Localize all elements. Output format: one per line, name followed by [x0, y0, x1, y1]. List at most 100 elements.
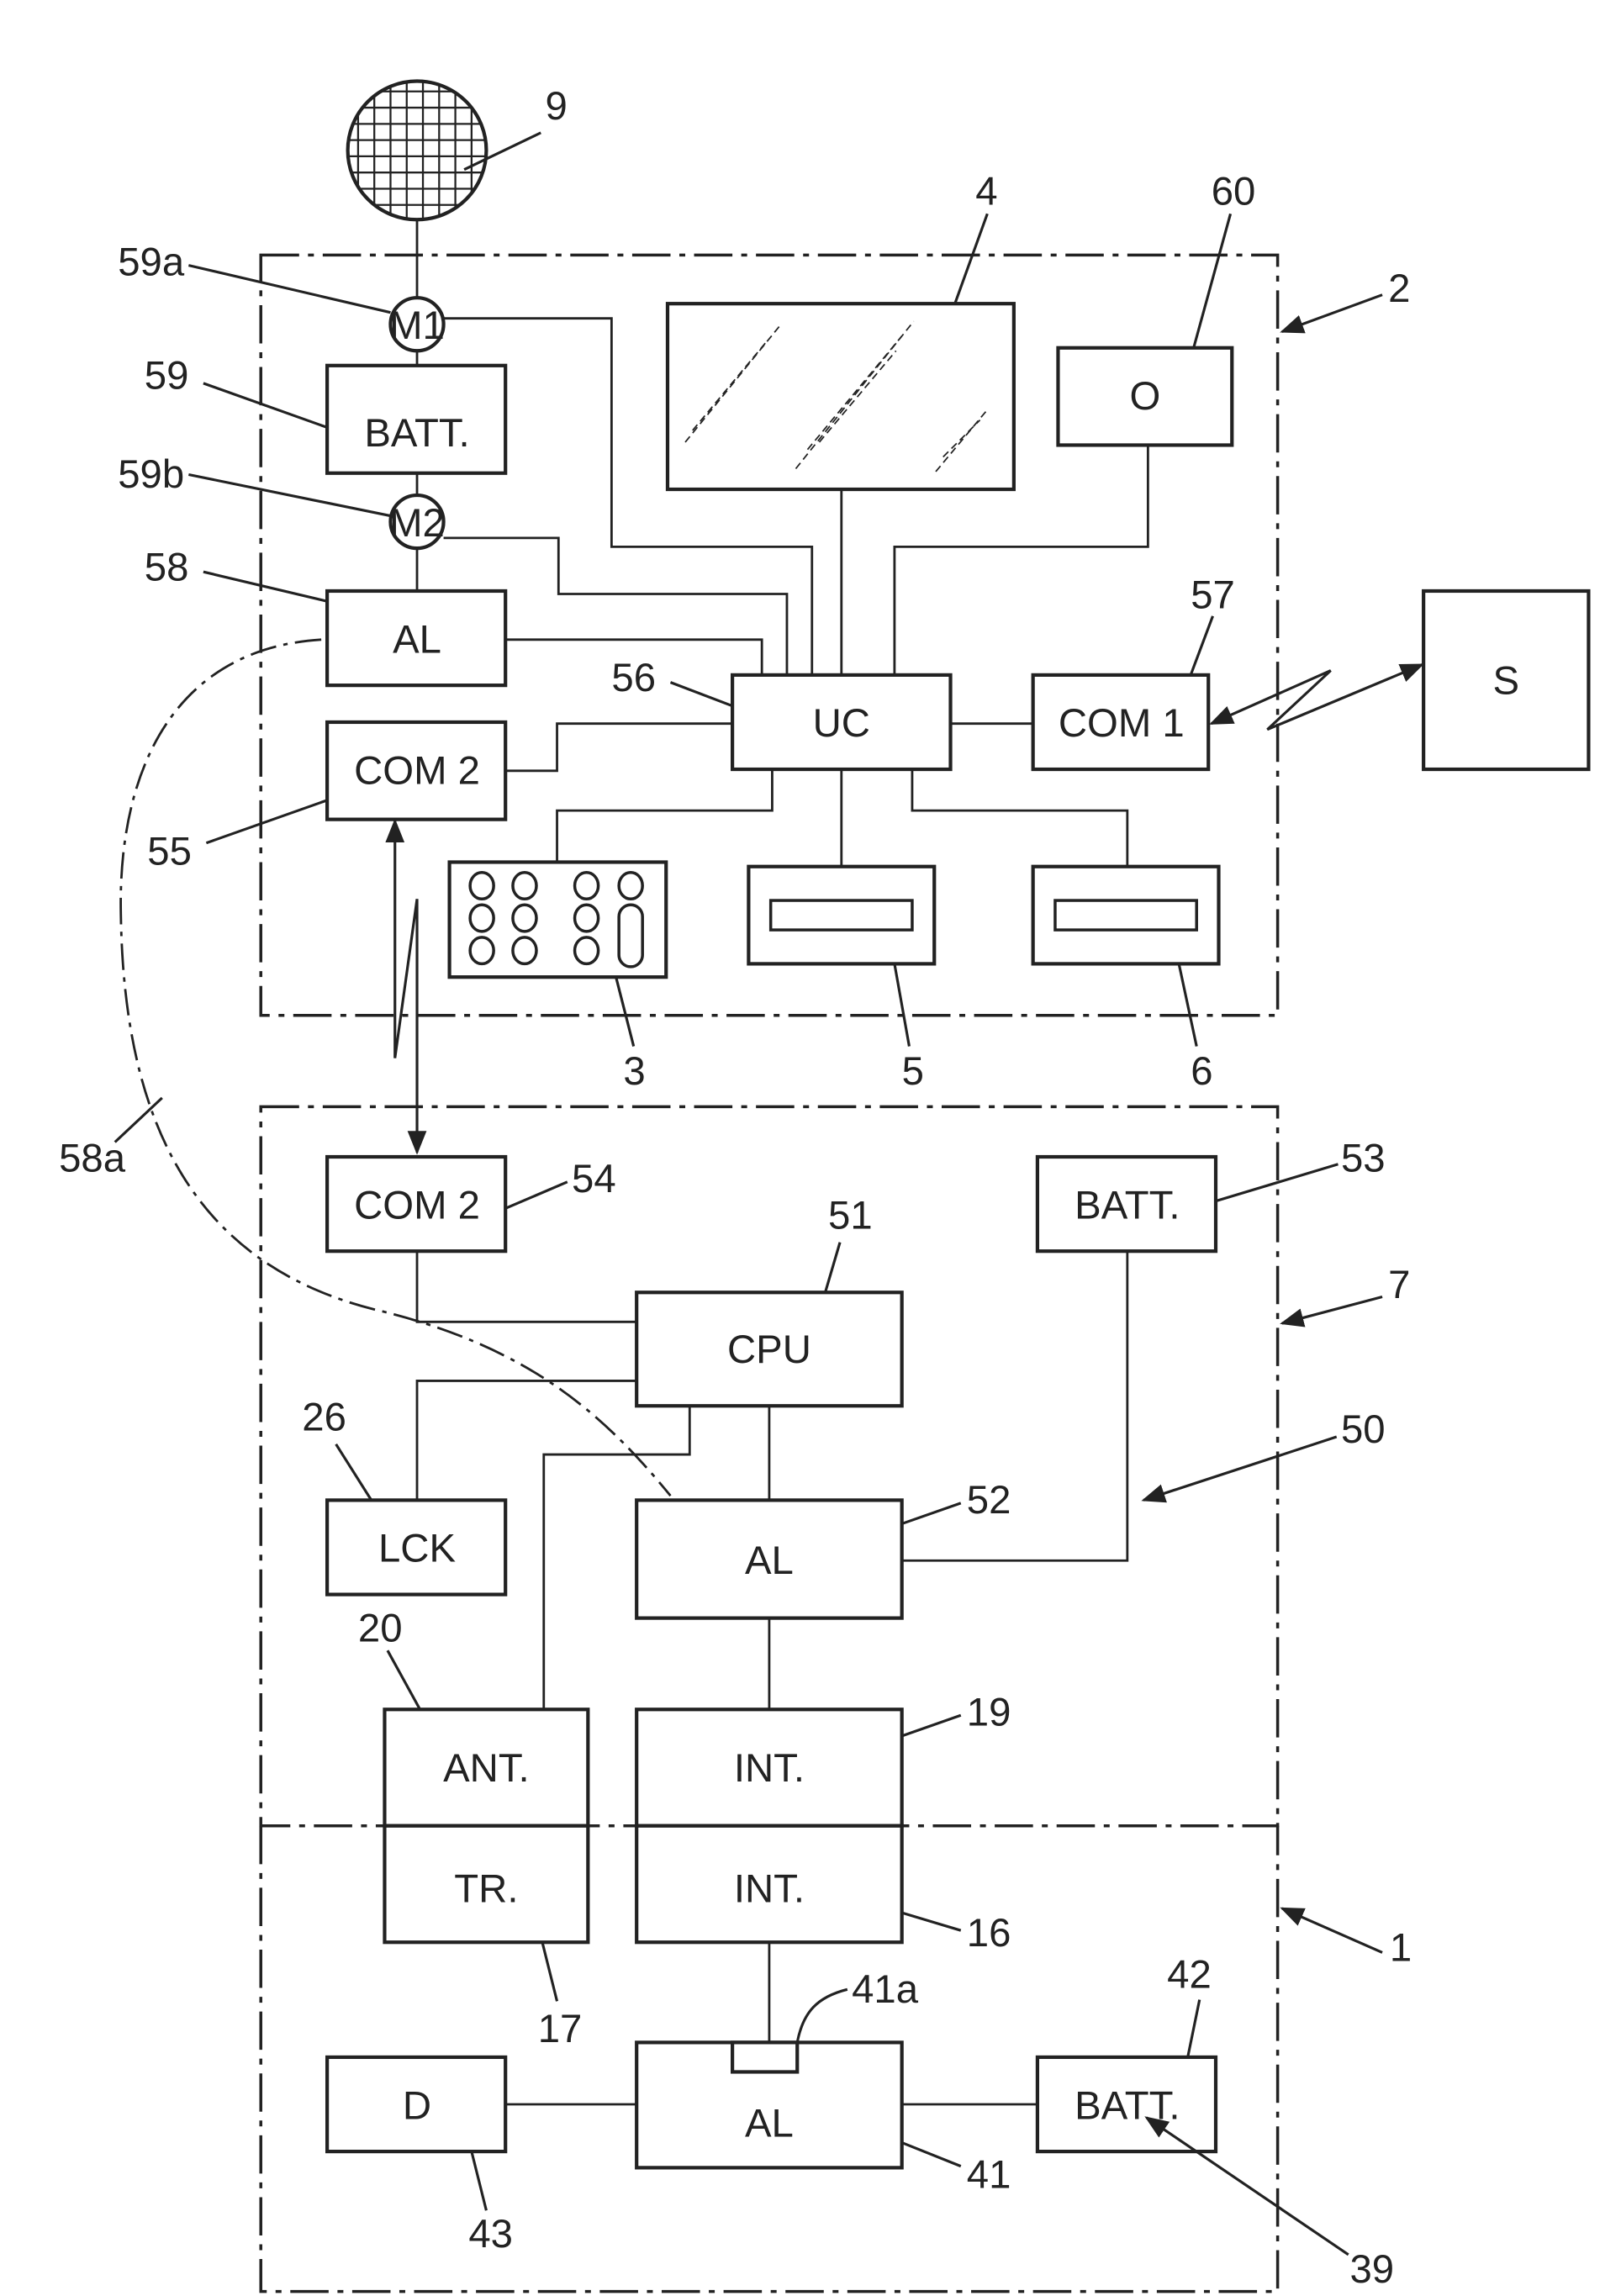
battery-59-label: BATT.	[364, 411, 469, 456]
lock-26: LCK	[325, 1498, 508, 1597]
ref-3: 3	[623, 1049, 645, 1094]
transceiver-17: TR.	[383, 1824, 590, 1945]
ref-19: 19	[967, 1690, 1011, 1734]
uc-56-label: UC	[813, 701, 870, 746]
keypad-key	[511, 903, 538, 933]
battery-42-label: BATT.	[1075, 2083, 1180, 2128]
ref-7: 7	[1388, 1263, 1410, 1307]
motor-m2: M2	[388, 493, 446, 551]
wireless-link-com2	[385, 818, 427, 1155]
ref-41a: 41a	[852, 1967, 919, 2012]
reference-leaders	[114, 131, 1383, 2256]
keypad-3	[447, 860, 668, 979]
com2-54: COM 2	[325, 1154, 508, 1254]
uc-56: UC	[731, 673, 953, 772]
ref-54: 54	[572, 1157, 616, 1201]
wireless-link-com1-s	[1209, 663, 1425, 731]
wire-m1-uc	[443, 317, 814, 675]
group-boundary-2	[259, 253, 1280, 1017]
cpu-51: CPU	[635, 1291, 904, 1408]
wire-com2-cpu	[415, 1251, 637, 1323]
ref-59b: 59b	[118, 452, 184, 497]
keypad-key	[468, 903, 495, 933]
m1-label: M1	[389, 303, 445, 348]
wire-al-uc	[505, 638, 763, 675]
group-boundary-1	[259, 1825, 1280, 2293]
ref-4: 4	[975, 169, 997, 214]
display-d-label: D	[403, 2083, 431, 2128]
ref-9: 9	[546, 84, 568, 129]
output-60: O	[1056, 346, 1234, 447]
ref-50: 50	[1341, 1407, 1386, 1452]
cpu-51-label: CPU	[727, 1327, 811, 1372]
battery-59: BATT.	[325, 363, 508, 475]
wire-batt-al	[901, 1251, 1129, 1562]
keypad-key	[468, 870, 495, 901]
interface-16-label: INT.	[734, 1867, 805, 1912]
ref-2: 2	[1388, 267, 1410, 311]
server-s-label: S	[1493, 658, 1520, 703]
ref-17: 17	[538, 2007, 583, 2051]
keypad-key	[468, 936, 495, 966]
ref-5: 5	[902, 1049, 924, 1094]
ref-58: 58	[145, 545, 189, 589]
keypad-key	[573, 903, 600, 933]
transceiver-17-label: TR.	[454, 1867, 518, 1912]
wire-cpu-lck	[415, 1380, 637, 1501]
ref-20: 20	[358, 1606, 403, 1650]
ref-57: 57	[1191, 573, 1235, 618]
display-d-43: D	[325, 2055, 508, 2154]
battery-53: BATT.	[1035, 1154, 1218, 1254]
al-41: AL	[635, 2040, 904, 2170]
wire-uc-keypad	[556, 769, 774, 863]
antenna-20: ANT.	[383, 1707, 590, 1828]
interface-19: INT.	[635, 1707, 904, 1828]
lock-26-label: LCK	[378, 1527, 456, 1571]
keypad-key	[511, 870, 538, 901]
battery-53-label: BATT.	[1075, 1183, 1180, 1227]
al-41-label: AL	[745, 2101, 794, 2146]
ref-39: 39	[1349, 2247, 1394, 2292]
keypad-long-key	[617, 903, 644, 969]
m2-label: M2	[389, 501, 445, 546]
al-52: AL	[635, 1498, 904, 1620]
ref-58a: 58a	[59, 1136, 126, 1180]
ref-59a: 59a	[118, 240, 185, 285]
ref-59: 59	[145, 354, 189, 399]
wire-cpu-ant	[542, 1406, 691, 1710]
ref-52: 52	[967, 1478, 1011, 1523]
al-58-label: AL	[393, 617, 441, 662]
reader-6	[1031, 864, 1221, 966]
ref-43: 43	[468, 2212, 513, 2256]
ref-42: 42	[1167, 1952, 1212, 1997]
ref-41: 41	[967, 2153, 1011, 2198]
motor-m1: M1	[388, 296, 446, 353]
keypad-key	[617, 870, 644, 901]
ref-26: 26	[302, 1396, 346, 1440]
ref-51: 51	[828, 1194, 873, 1238]
com1-57: COM 1	[1031, 673, 1211, 772]
output-60-label: O	[1129, 374, 1160, 419]
server-s: S	[1422, 589, 1591, 772]
wire-uc-reader6	[911, 769, 1129, 867]
ref-16: 16	[967, 1911, 1011, 1956]
reader-5	[747, 864, 937, 966]
antenna-20-label: ANT.	[443, 1746, 530, 1791]
com2-54-label: COM 2	[354, 1183, 480, 1227]
ref-60: 60	[1212, 169, 1256, 214]
ref-55: 55	[147, 830, 192, 874]
wire-m2-uc	[443, 536, 789, 675]
battery-42: BATT.	[1035, 2055, 1218, 2154]
interface-19-label: INT.	[734, 1746, 805, 1791]
al-58: AL	[325, 589, 508, 688]
display-4	[665, 302, 1016, 492]
ref-6: 6	[1191, 1049, 1212, 1094]
keypad-key	[573, 936, 600, 966]
com2-55-label: COM 2	[354, 748, 480, 793]
com1-57-label: COM 1	[1059, 701, 1185, 746]
power-link-58a	[119, 638, 672, 1497]
ref-53: 53	[1341, 1136, 1386, 1180]
wire-o-uc	[893, 445, 1149, 675]
wire-com2-uc	[505, 722, 733, 773]
